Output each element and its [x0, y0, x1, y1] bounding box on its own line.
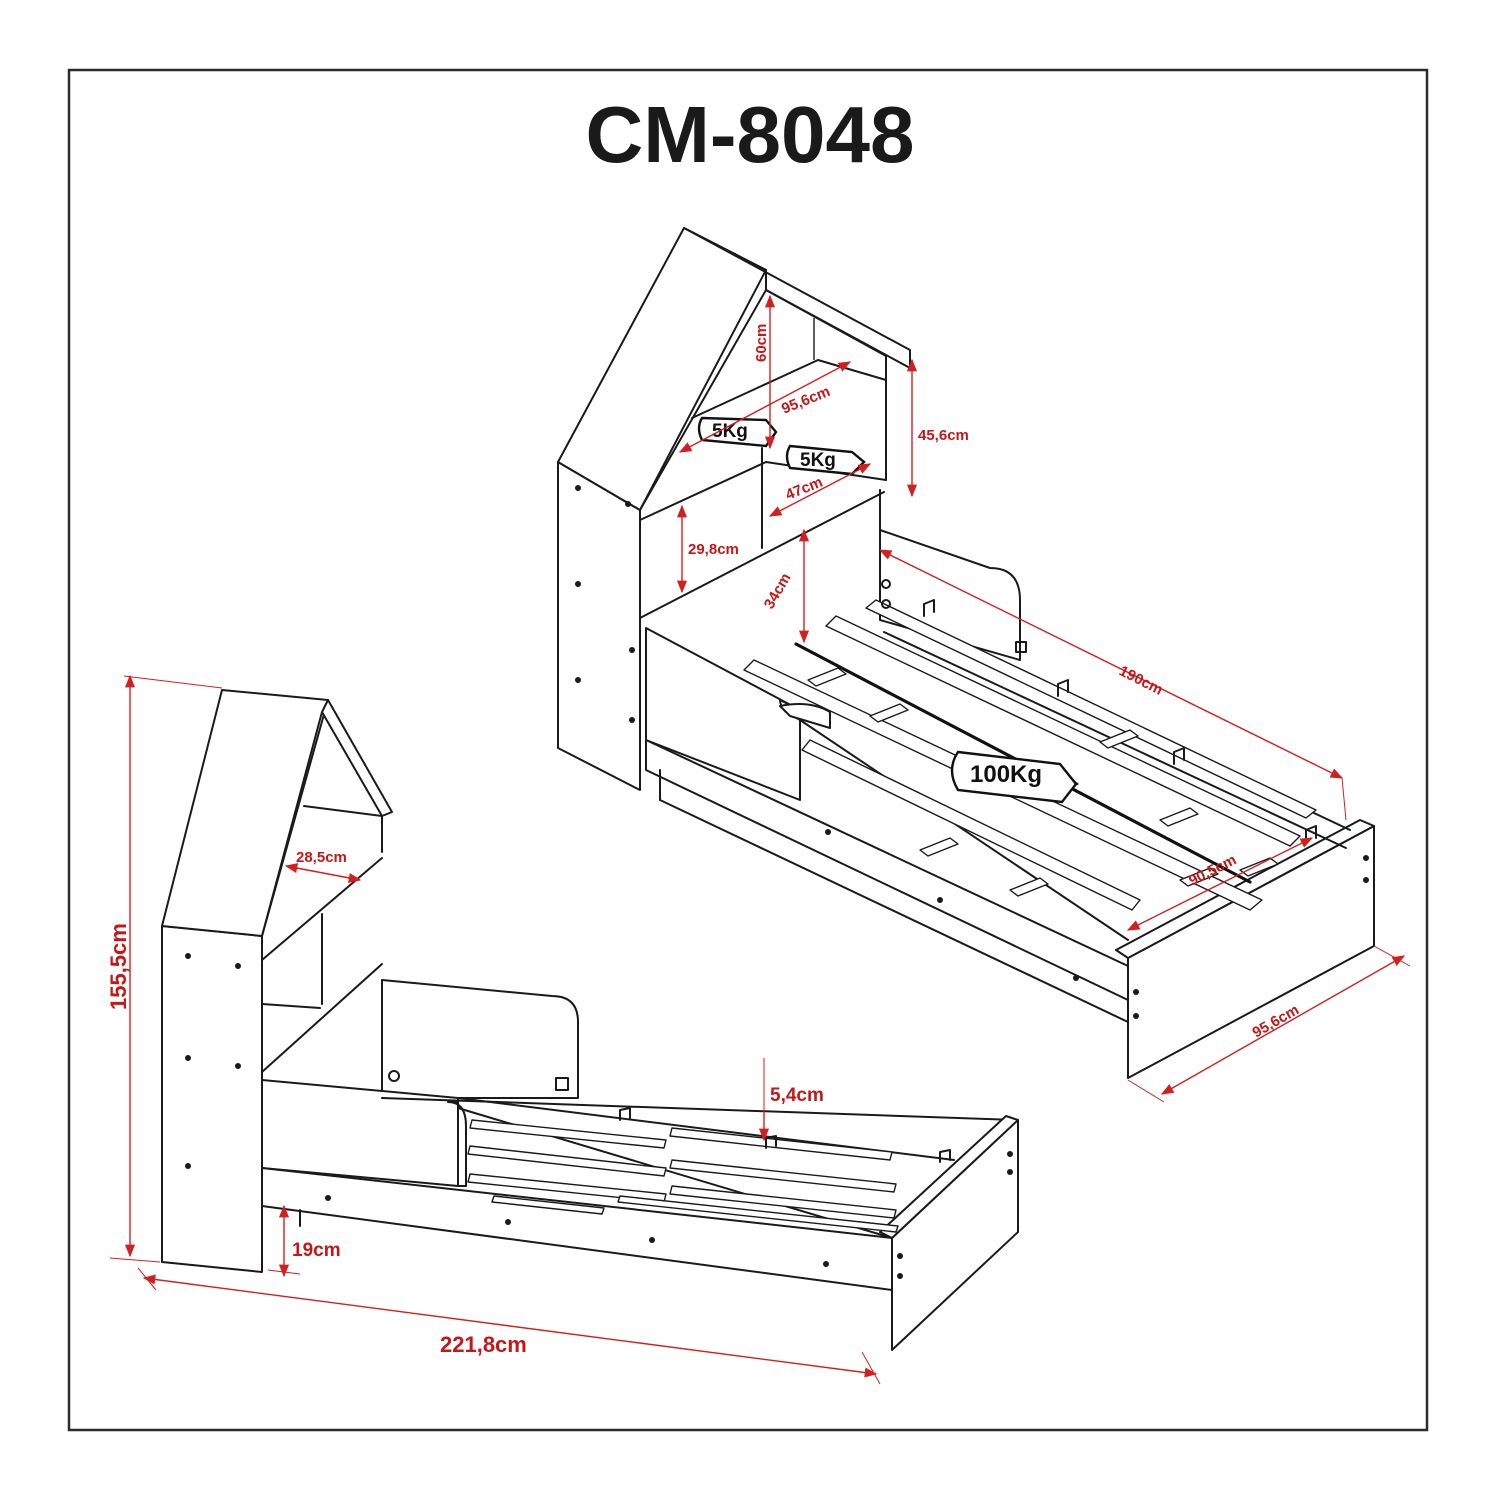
dim-rail-height: 34cm — [761, 570, 795, 612]
load-tag-shelf-middle: 5Kg — [785, 444, 866, 476]
diagram-frame — [67, 68, 1429, 1432]
dim-total-length: 221,8cm — [440, 1332, 527, 1357]
dim-headboard-upper-height: 60cm — [753, 324, 770, 362]
bed-view-side: 155,5cm 28,5cm 5,4cm 19cm 221,8cm — [106, 674, 1019, 1385]
dim-slat-gap: 5,4cm — [770, 1085, 824, 1106]
dim-side-panel-height: 45,6cm — [918, 427, 969, 444]
dim-length: 190cm — [1116, 662, 1165, 698]
dim-shelf-width: 95,6cm — [779, 383, 833, 418]
load-label-mattress: 100Kg — [970, 761, 1042, 788]
dim-side-shelf-depth: 28,5cm — [296, 849, 347, 866]
dim-shelf-depth: 47cm — [783, 474, 825, 504]
bed-view-top: 5Kg 5Kg 100Kg 60cm 95,6cm 45,6cm 47cm 29… — [557, 227, 1411, 1103]
load-label-shelf-middle: 5Kg — [800, 450, 836, 471]
dim-floor-clearance: 19cm — [292, 1240, 341, 1261]
model-title: CM-8048 — [585, 90, 914, 179]
load-tag-mattress: 100Kg — [950, 750, 1078, 804]
dim-total-height: 155,5cm — [106, 923, 131, 1010]
dim-lower-niche-height: 29,8cm — [688, 541, 739, 558]
